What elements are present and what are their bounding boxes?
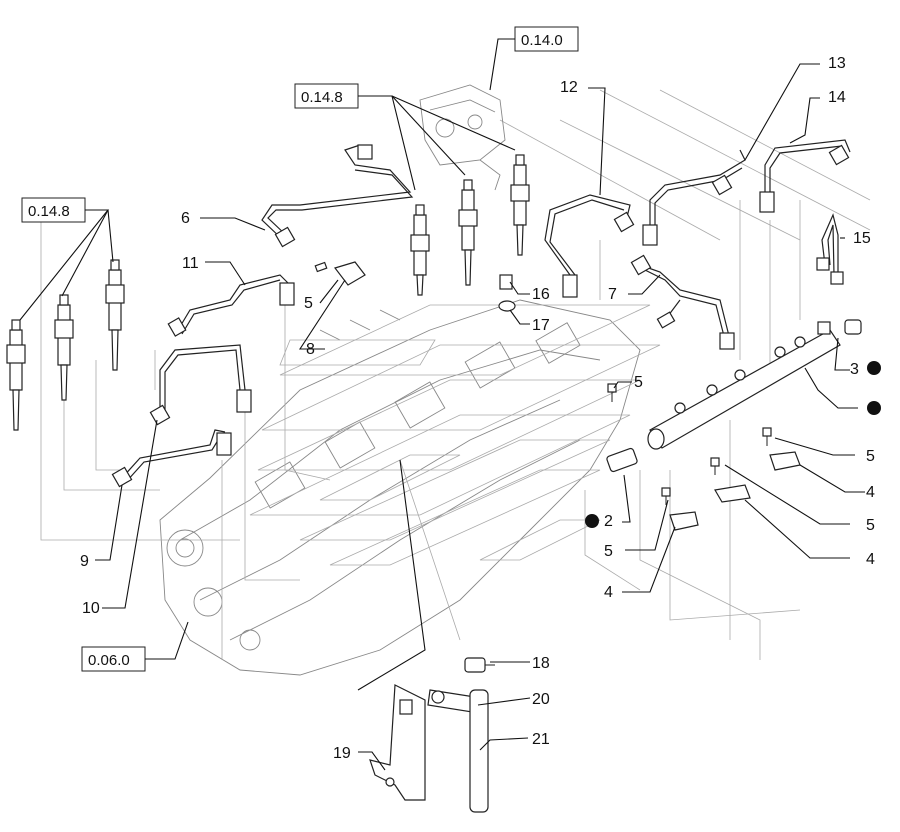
callout-20: 20 [532,691,550,708]
callout-12: 12 [560,79,578,96]
brackets-and-bolts [314,261,801,531]
callout-14: 14 [828,89,846,106]
callout-18: 18 [532,655,550,672]
gasket-outlines [249,304,661,566]
callout-10: 10 [82,600,100,617]
callout-5-c: 5 [866,448,875,465]
common-rail [606,319,862,473]
callout-11: 11 [182,255,199,272]
ref-label-0148-left: 0.14.8 [28,203,70,220]
callout-16: 16 [532,286,550,303]
dot-markers [585,361,881,528]
bottom-bracket-parts [369,657,495,813]
callout-5-e: 5 [604,543,613,560]
callout-6: 6 [181,210,190,227]
ref-label-0148-top: 0.14.8 [301,89,343,106]
reference-boxes: 0.14.0 0.14.8 0.14.8 0.06.0 [21,26,579,672]
callout-5-a: 5 [304,295,313,312]
callout-21: 21 [532,731,550,748]
callout-5-b: 5 [634,374,643,391]
ref-label-0140: 0.14.0 [521,32,563,49]
callout-13: 13 [828,55,846,72]
ref-label-0060: 0.06.0 [88,652,130,669]
marker-dot-2 [585,514,599,528]
callout-17: 17 [532,317,550,334]
callout-numbers: 2 3 4 4 4 5 5 5 5 5 6 7 8 9 10 11 12 13 … [80,55,875,762]
callout-19: 19 [333,745,351,762]
callout-3: 3 [850,361,859,378]
engine-block [159,299,641,676]
callout-4-c: 4 [604,584,613,601]
projection-lines [40,89,871,760]
injectors-left [6,259,125,431]
callout-7: 7 [608,286,617,303]
callout-8: 8 [306,341,315,358]
high-pressure-pump [419,84,506,191]
marker-dot-rail [867,401,881,415]
callout-2: 2 [604,513,613,530]
injectors-upper [410,154,530,296]
callout-4-b: 4 [866,551,875,568]
callout-9: 9 [80,553,89,570]
leader-lines [19,38,865,771]
callout-4-a: 4 [866,484,875,501]
callout-15: 15 [853,230,871,247]
marker-dot-3 [867,361,881,375]
injection-pipes [111,139,851,488]
callout-5-d: 5 [866,517,875,534]
